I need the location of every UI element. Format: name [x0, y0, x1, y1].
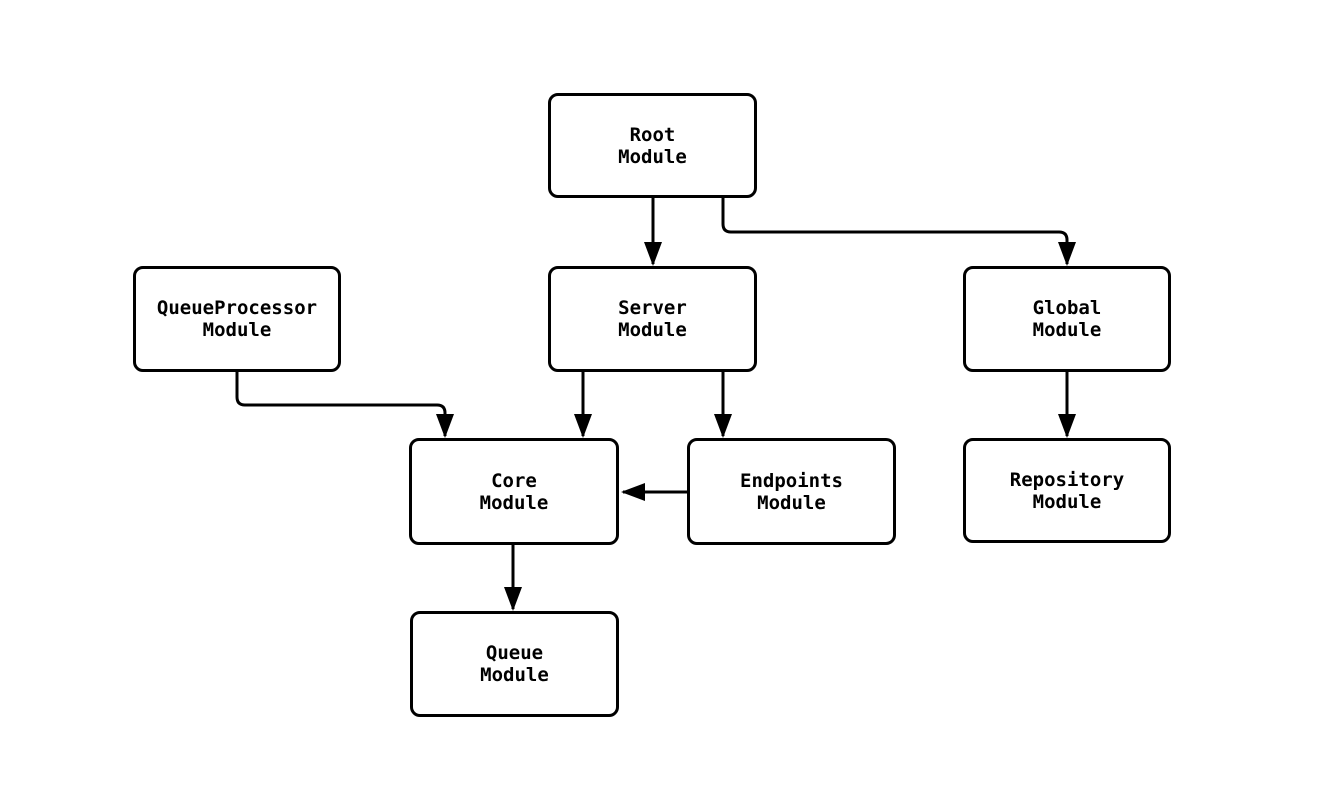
- node-label-repository: Repository Module: [1009, 468, 1125, 513]
- node-label-core: Core Module: [479, 469, 549, 514]
- diagram-node-endpoints: Endpoints Module: [687, 438, 896, 545]
- diagram-node-global: Global Module: [963, 266, 1171, 372]
- diagram-node-root: Root Module: [548, 93, 757, 198]
- node-label-global: Global Module: [1032, 297, 1102, 341]
- diagram-node-queueprocessor: QueueProcessor Module: [133, 266, 341, 372]
- node-label-root: Root Module: [618, 123, 687, 168]
- edge-root-global: [721, 198, 1076, 266]
- node-label-endpoints: Endpoints Module: [740, 469, 843, 514]
- edge-queueprocessor-core: [235, 372, 454, 438]
- diagram-node-core: Core Module: [409, 438, 619, 545]
- node-label-server: Server Module: [618, 297, 687, 341]
- node-label-queueprocessor: QueueProcessor Module: [156, 297, 318, 341]
- diagram-node-server: Server Module: [548, 266, 757, 372]
- node-label-queue: Queue Module: [480, 642, 549, 686]
- diagram-node-repository: Repository Module: [963, 438, 1171, 543]
- diagram-node-queue: Queue Module: [410, 611, 619, 717]
